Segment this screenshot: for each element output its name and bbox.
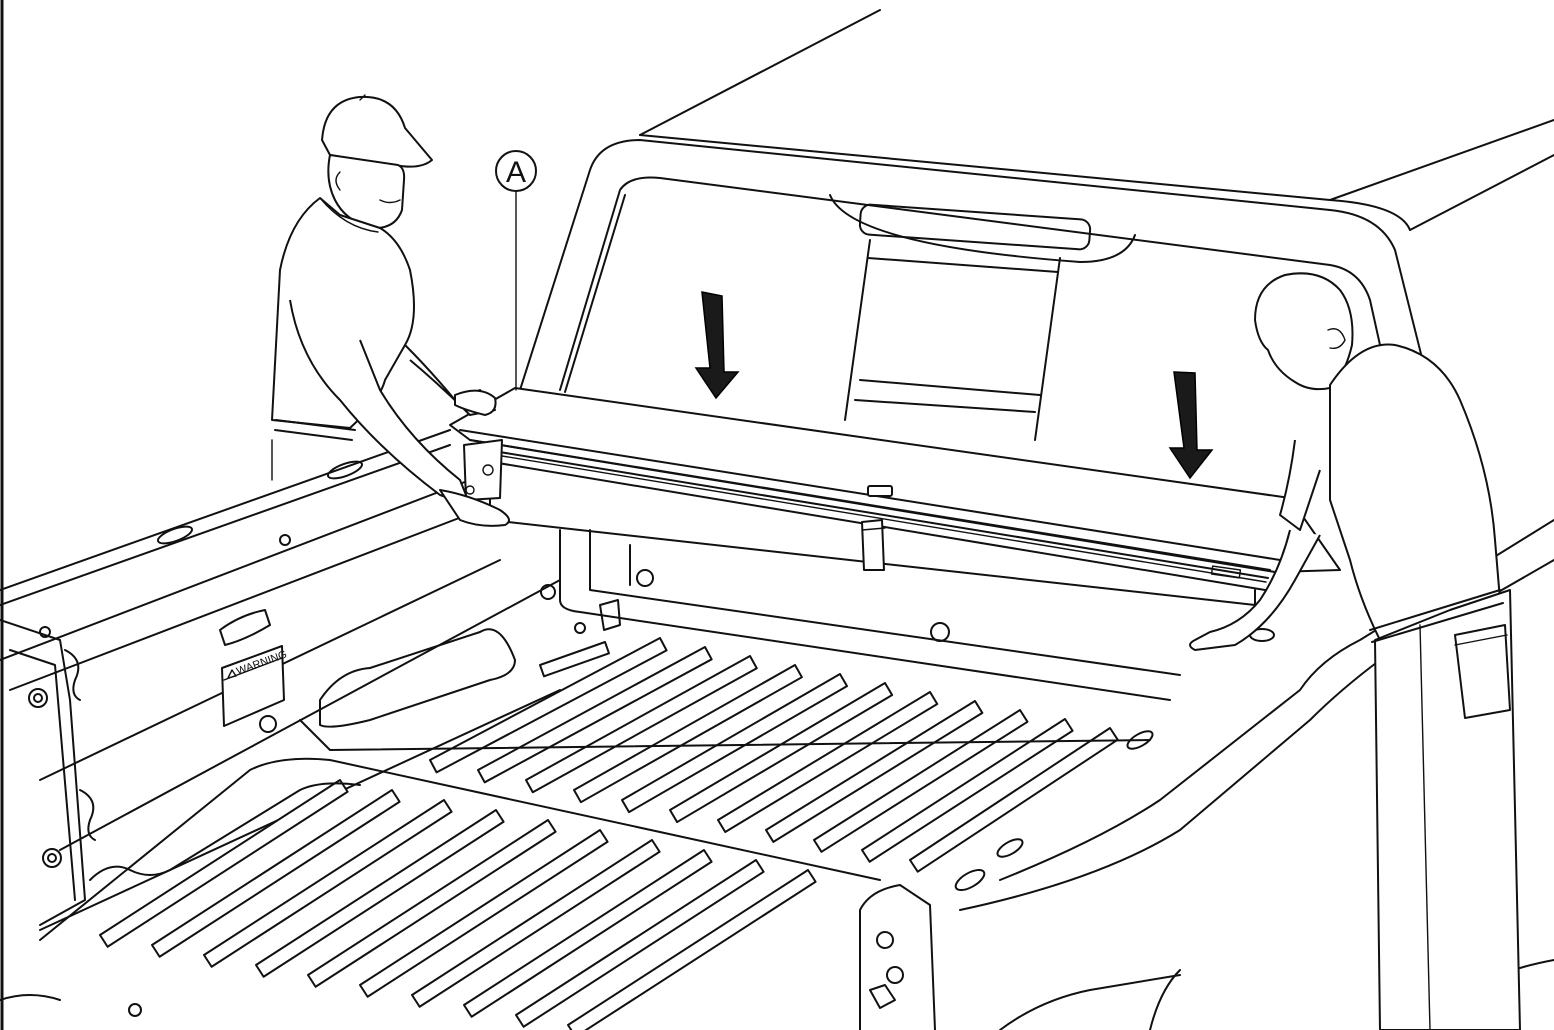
floor-rib [539,641,611,678]
tonneau-cover-assembly [449,387,1341,606]
cover-latch [861,485,893,571]
left-bed-wall-panel: WARNING [0,609,289,926]
worker-right [1189,272,1521,1030]
floor-rib [573,664,803,804]
warning-label: WARNING [221,645,289,727]
callout-letter: A [506,156,526,189]
floor-rib [151,789,401,958]
floor-rib [255,809,505,978]
floor-rib [765,700,984,843]
floor-rib [203,799,453,968]
floor-rib [813,709,1029,853]
floor-rib [463,849,713,1018]
truck-cab [519,9,1554,441]
floor-rib [717,691,939,833]
down-arrow-right [1168,371,1214,480]
floor-rib [307,819,557,988]
floor-rib [411,839,661,1008]
bed-floor-outline [39,599,1151,1017]
callout-a: A [495,150,537,192]
floor-rib [861,718,1074,863]
floor-rib [99,779,349,948]
bed-floor [99,637,1119,1030]
floor-rib [515,859,765,1028]
floor-rib [525,655,758,794]
floor-rib [429,637,668,774]
floor-rib [669,682,894,824]
down-arrow-left [694,291,740,400]
worker-left [271,94,510,527]
floor-rib [359,829,609,998]
floor-rib [567,869,817,1030]
floor-rib [621,673,849,814]
